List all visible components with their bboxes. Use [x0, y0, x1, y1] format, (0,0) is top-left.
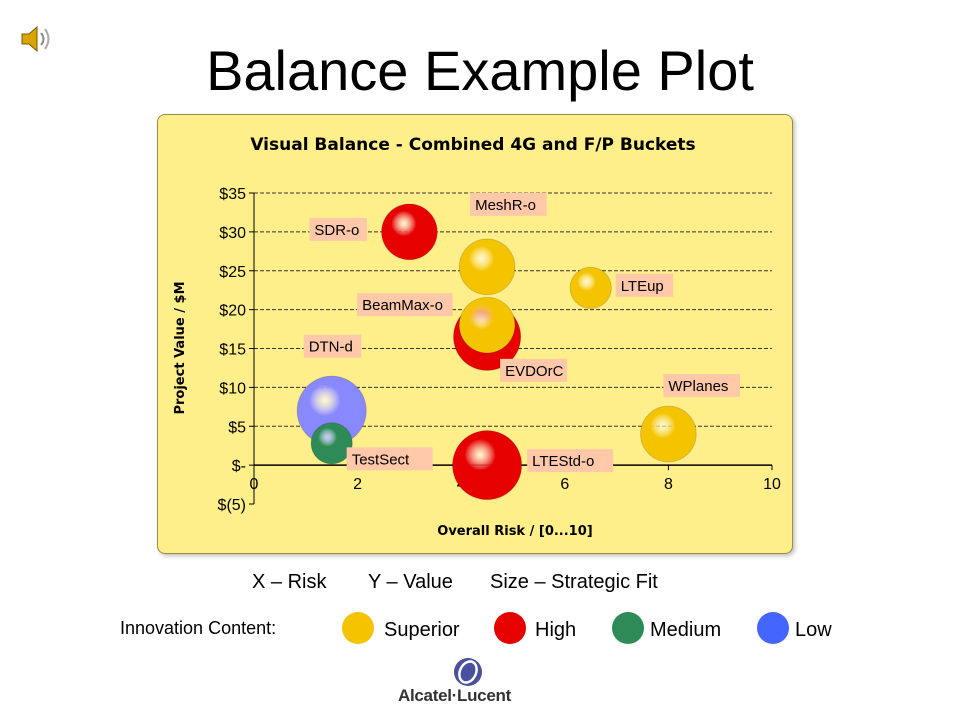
x-tick-label: 8 — [664, 476, 673, 493]
legend-swatch-superior — [342, 612, 374, 644]
legend-label-low: Low — [795, 619, 832, 641]
data-label-box — [303, 334, 362, 358]
y-axis-label: Project Value / $M — [173, 281, 188, 414]
data-label-box — [309, 217, 367, 241]
slide-title: Balance Example Plot — [206, 39, 754, 102]
data-label-text: EVDOrC — [505, 363, 564, 380]
data-label-box — [357, 293, 453, 317]
data-label-text: BeamMax-o — [362, 297, 443, 314]
speaker-icon[interactable] — [20, 24, 56, 54]
data-label: LTEStd-o — [527, 449, 614, 473]
bubble-wplanes — [640, 405, 697, 463]
data-label-box — [663, 374, 740, 398]
legend-label-superior: Superior — [384, 619, 460, 641]
bubble-beammax-o — [458, 296, 516, 354]
caption-x-risk: X – Risk — [252, 571, 327, 593]
data-label-text: MeshR-o — [475, 197, 536, 214]
data-label-box — [500, 358, 568, 382]
bubble-chart: Visual Balance - Combined 4G and F/P Buc… — [173, 135, 781, 539]
x-tick-label: 2 — [353, 476, 362, 493]
data-label-text: WPlanes — [668, 378, 728, 395]
legend-label-medium: Medium — [650, 619, 722, 641]
data-label-text: LTEStd-o — [532, 453, 594, 470]
data-label: EVDOrC — [500, 358, 568, 382]
chart-title: Visual Balance - Combined 4G and F/P Buc… — [250, 135, 695, 155]
data-label-text: TestSect — [352, 451, 410, 468]
y-tick-label: $20 — [219, 303, 246, 320]
data-label: BeamMax-o — [357, 293, 453, 317]
alcatel-lucent-logo-icon — [454, 658, 482, 686]
x-axis-label: Overall Risk / [0...10] — [437, 524, 592, 539]
data-label-text: LTEup — [621, 278, 664, 295]
data-label-box — [470, 192, 547, 216]
data-label: TestSect — [346, 447, 433, 471]
axes: $35$30$25$20$15$10$5$-$(5)0246810 — [218, 186, 781, 514]
y-tick-label: $10 — [219, 380, 246, 397]
bubbles — [296, 203, 697, 501]
caption-size-fit: Size – Strategic Fit — [490, 571, 658, 593]
data-label-box — [615, 273, 674, 297]
data-label-text: DTN-d — [309, 339, 353, 356]
chart-panel: Visual Balance - Combined 4G and F/P Buc… — [157, 114, 793, 554]
y-tick-label: $- — [232, 458, 246, 475]
bubble-meshr-o — [458, 238, 516, 296]
company-logo-text: Alcatel·Lucent — [398, 686, 511, 705]
bubble-testsect — [310, 422, 353, 465]
y-tick-label: $35 — [219, 186, 246, 203]
bubble-sdr-o — [381, 203, 438, 261]
caption-y-value: Y – Value — [368, 571, 453, 593]
data-label: LTEup — [615, 273, 674, 297]
y-tick-label: $5 — [228, 419, 246, 436]
legend-label-high: High — [535, 619, 577, 641]
y-tick-label: $30 — [219, 225, 246, 242]
y-tick-label: $(5) — [218, 497, 246, 514]
data-label-box — [346, 447, 433, 471]
x-tick-label: 0 — [250, 476, 259, 493]
x-tick-label: 6 — [560, 476, 569, 493]
legend-swatch-high — [494, 612, 526, 644]
legend-swatch-low — [757, 612, 789, 644]
data-label-box — [527, 449, 614, 473]
bubble-ltestd-o — [452, 430, 523, 501]
data-label: DTN-d — [303, 334, 362, 358]
data-label: WPlanes — [663, 374, 740, 398]
legend-swatch-medium — [612, 612, 644, 644]
data-label: SDR-o — [309, 217, 367, 241]
data-label-text: SDR-o — [314, 222, 359, 239]
x-tick-label: 10 — [763, 476, 781, 493]
data-label: MeshR-o — [470, 192, 547, 216]
y-tick-label: $25 — [219, 264, 246, 281]
legend-title: Innovation Content: — [120, 618, 277, 638]
y-tick-label: $15 — [219, 342, 246, 359]
bubble-lteup — [569, 266, 612, 309]
